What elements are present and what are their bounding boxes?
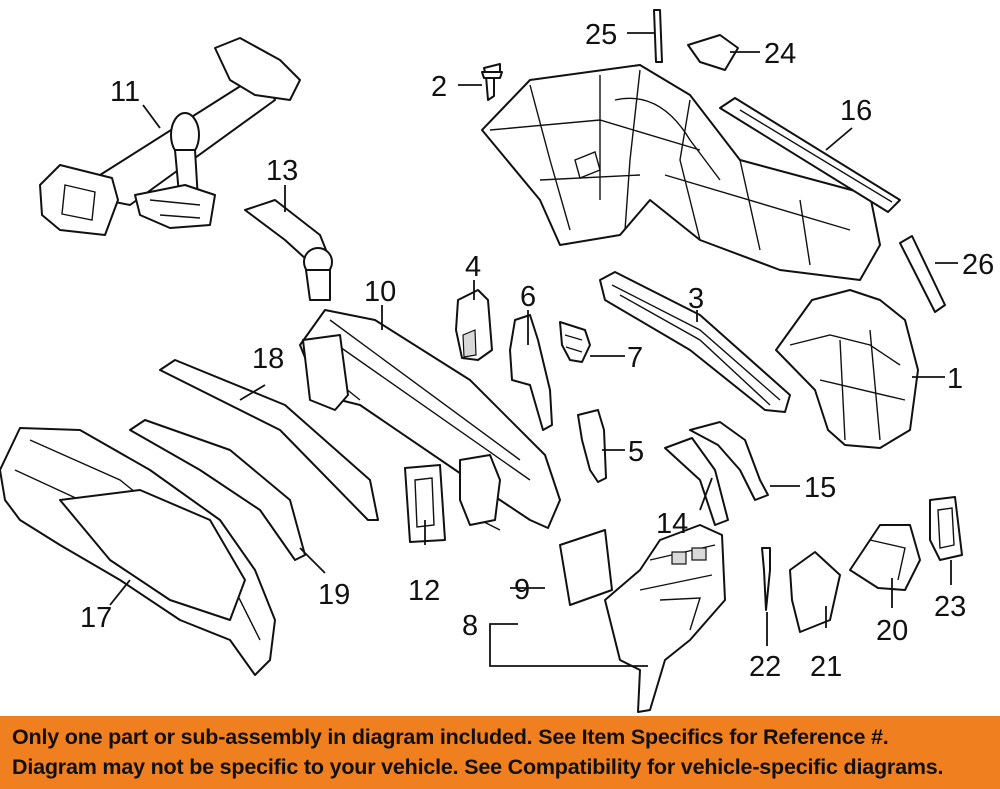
callout-4: 4 [465, 251, 481, 283]
callout-9: 9 [514, 574, 530, 606]
callout-16: 16 [840, 95, 872, 127]
part-19-lower-strip [129, 419, 306, 561]
callout-18: 18 [252, 343, 284, 375]
part-11-trailer-hitch [39, 37, 301, 236]
callout-5: 5 [628, 436, 644, 468]
part-17-lower-valance [0, 427, 276, 676]
part-3-energy-absorber [599, 271, 791, 413]
exploded-parts-diagram: 1 2 3 4 5 6 7 8 9 10 11 12 13 14 15 16 1… [0, 9, 994, 713]
disclaimer-line-2: Diagram may not be specific to your vehi… [12, 755, 944, 779]
part-22-pin [761, 547, 771, 611]
callout-19: 19 [318, 579, 350, 611]
part-16-retainer-strip [719, 97, 901, 213]
part-21-bracket [789, 551, 841, 633]
part-2-push-clip [481, 63, 503, 101]
callout-26: 26 [962, 249, 994, 281]
callout-6: 6 [520, 281, 536, 313]
callout-25: 25 [585, 19, 617, 51]
part-20-housing [849, 524, 921, 591]
part-8-support-bracket [604, 524, 726, 713]
disclaimer-banner: Only one part or sub-assembly in diagram… [0, 716, 1000, 789]
callout-12: 12 [408, 575, 440, 607]
callout-17: 17 [80, 602, 112, 634]
callout-20: 20 [876, 615, 908, 647]
callout-13: 13 [266, 155, 298, 187]
part-15-guide-bracket [689, 421, 769, 501]
part-5-bracket [577, 409, 607, 483]
callout-3: 3 [688, 283, 704, 315]
part-4-bracket [455, 289, 493, 361]
callout-15: 15 [804, 472, 836, 504]
callout-24: 24 [764, 38, 796, 70]
part-14-guide-bracket [664, 437, 729, 526]
part-18-spoiler-strip [159, 359, 379, 521]
part-13-ball-mount [244, 199, 333, 301]
part-10-impact-bar [299, 309, 561, 531]
callout-23: 23 [934, 591, 966, 623]
part-7-bracket [559, 321, 591, 363]
rear-bumper-cover [481, 64, 881, 281]
callout-14: 14 [656, 508, 688, 540]
part-23-bracket [929, 496, 963, 561]
callout-1: 1 [947, 363, 963, 395]
leader-lines [109, 32, 958, 667]
callout-22: 22 [749, 651, 781, 683]
part-12-mounting-plate [404, 464, 446, 543]
part-1-bumper-cover-corner [775, 289, 919, 449]
callout-7: 7 [627, 342, 643, 374]
callout-10: 10 [364, 276, 396, 308]
part-6-bracket [509, 314, 553, 431]
part-9-pad [559, 529, 613, 606]
callout-2: 2 [431, 71, 447, 103]
part-25-rod [653, 9, 663, 63]
callout-labels: 1 2 3 4 5 6 7 8 9 10 11 12 13 14 15 16 1… [80, 19, 994, 683]
disclaimer-line-1: Only one part or sub-assembly in diagram… [12, 725, 889, 749]
callout-11: 11 [110, 76, 140, 108]
part-26-reflector [899, 235, 946, 313]
part-24-clip [687, 34, 739, 71]
callout-21: 21 [810, 651, 842, 683]
callout-8: 8 [462, 610, 478, 642]
